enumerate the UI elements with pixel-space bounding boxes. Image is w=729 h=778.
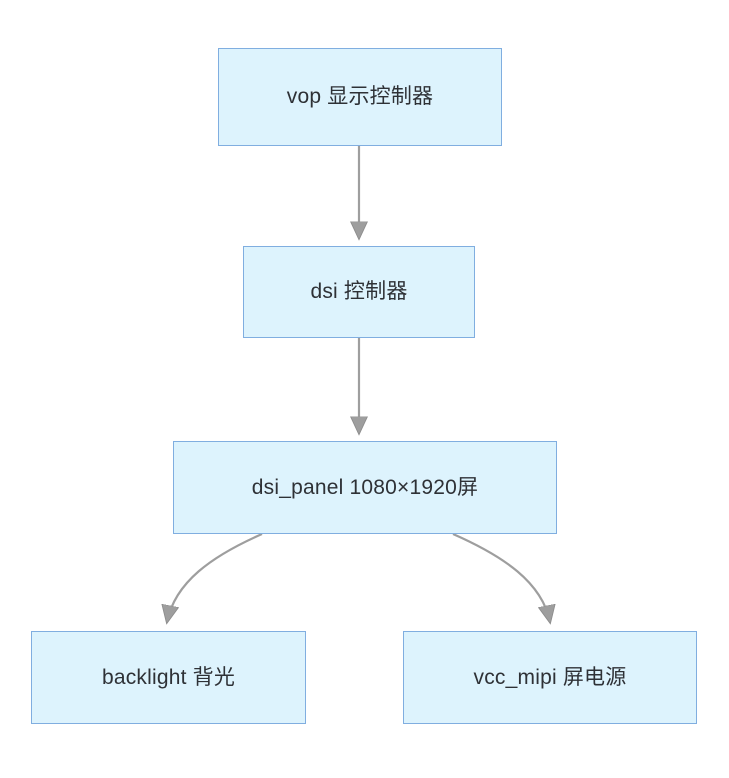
- node-backlight[interactable]: backlight 背光: [31, 631, 306, 724]
- edge-dsi-panel-to-vcc-mipi: [452, 532, 550, 622]
- node-dsi-controller-label: dsi 控制器: [310, 280, 408, 304]
- node-vcc-mipi[interactable]: vcc_mipi 屏电源: [403, 631, 697, 724]
- node-vop-label: vop 显示控制器: [286, 85, 434, 109]
- node-dsi-controller[interactable]: dsi 控制器: [243, 246, 475, 338]
- node-backlight-label: backlight 背光: [101, 665, 236, 689]
- node-vop[interactable]: vop 显示控制器: [218, 48, 502, 146]
- node-vcc-mipi-label: vcc_mipi 屏电源: [473, 665, 627, 689]
- edge-dsi-panel-to-backlight: [167, 532, 263, 622]
- node-dsi-panel[interactable]: dsi_panel 1080×1920屏: [173, 441, 557, 534]
- node-dsi-panel-label: dsi_panel 1080×1920屏: [251, 475, 479, 499]
